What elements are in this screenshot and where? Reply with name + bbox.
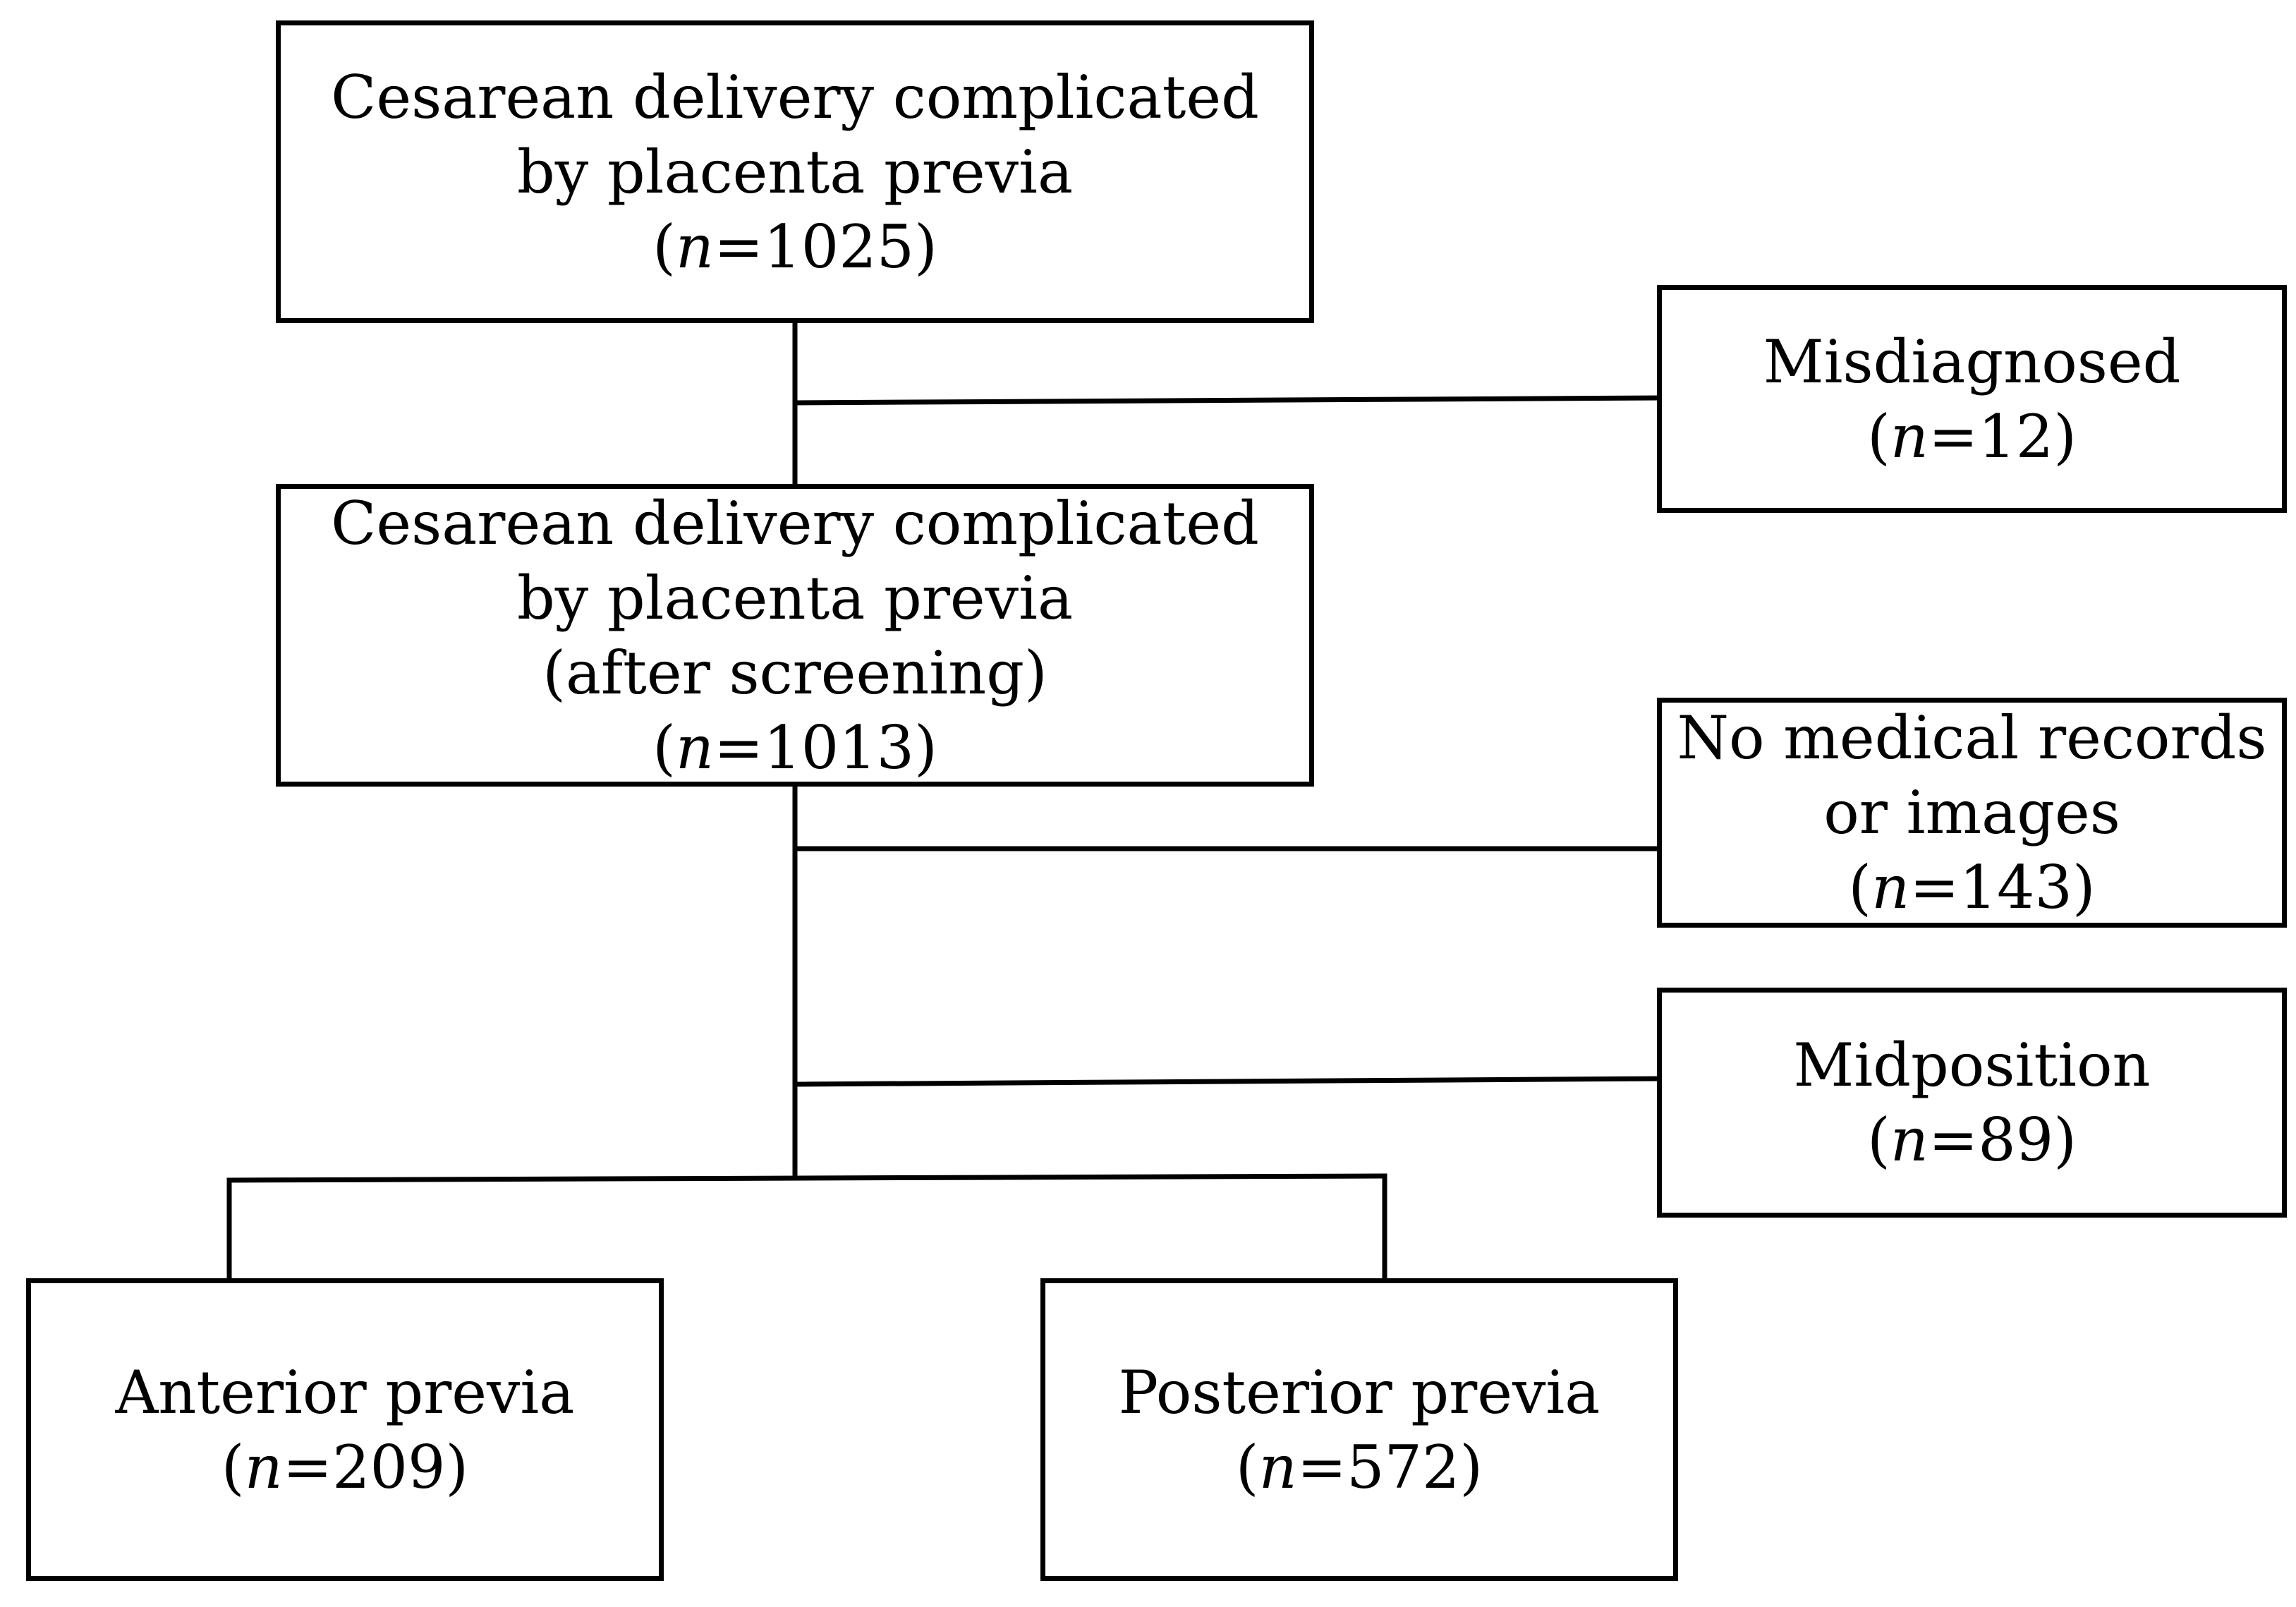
box-anterior-label: Anterior previa xyxy=(115,1357,575,1427)
box-no-records-line-2: or images xyxy=(1823,778,2120,847)
box-after-screening-line-3: (after screening) xyxy=(542,638,1047,708)
box-posterior-previa: Posterior previa (n=572) xyxy=(1040,1278,1678,1581)
box-total-count: (n=1025) xyxy=(652,212,937,281)
box-after-screening-line-1: Cesarean delivery complicated xyxy=(331,488,1259,558)
box-misdiagnosed-count-value: =12 xyxy=(1928,401,2054,471)
n-symbol: n xyxy=(1890,401,1928,471)
box-total-line-1: Cesarean delivery complicated xyxy=(331,62,1259,132)
box-misdiagnosed-count: (n=12) xyxy=(1867,401,2077,471)
connector-to-misdiagnosed xyxy=(792,395,1662,406)
n-symbol: n xyxy=(675,212,714,281)
box-misdiagnosed-label: Misdiagnosed xyxy=(1763,327,2181,396)
connector-split-horizontal xyxy=(226,1173,1387,1183)
n-symbol: n xyxy=(1871,853,1910,922)
box-anterior-count: (n=209) xyxy=(221,1432,469,1502)
box-total-count-value: =1025 xyxy=(713,212,915,281)
box-anterior-count-value: =209 xyxy=(282,1432,446,1502)
box-no-records-count: (n=143) xyxy=(1848,853,2096,922)
connector-to-midposition xyxy=(792,1076,1662,1087)
box-posterior-label: Posterior previa xyxy=(1118,1357,1600,1427)
box-no-medical-records: No medical records or images (n=143) xyxy=(1657,698,2287,928)
box-after-screening-count: (n=1013) xyxy=(652,712,937,782)
box-no-records-line-1: No medical records xyxy=(1677,703,2267,772)
box-posterior-count: (n=572) xyxy=(1235,1432,1483,1502)
box-midposition: Midposition (n=89) xyxy=(1657,988,2287,1218)
n-symbol: n xyxy=(244,1432,283,1502)
box-after-screening-count-value: =1013 xyxy=(713,712,915,782)
box-midposition-count-value: =89 xyxy=(1928,1105,2054,1175)
box-no-records-count-value: =143 xyxy=(1909,853,2072,922)
box-anterior-previa: Anterior previa (n=209) xyxy=(26,1278,664,1581)
box-misdiagnosed: Misdiagnosed (n=12) xyxy=(1657,285,2287,513)
box-posterior-count-value: =572 xyxy=(1296,1432,1460,1502)
box-after-screening: Cesarean delivery complicated by placent… xyxy=(276,484,1314,787)
box-total-cesarean-previa: Cesarean delivery complicated by placent… xyxy=(276,20,1314,323)
n-symbol: n xyxy=(675,712,714,782)
box-total-line-2: by placenta previa xyxy=(516,137,1074,207)
box-after-screening-line-2: by placenta previa xyxy=(516,563,1074,633)
n-symbol: n xyxy=(1258,1432,1297,1502)
box-midposition-label: Midposition xyxy=(1793,1031,2151,1100)
n-symbol: n xyxy=(1890,1105,1928,1175)
box-midposition-count: (n=89) xyxy=(1867,1105,2077,1175)
